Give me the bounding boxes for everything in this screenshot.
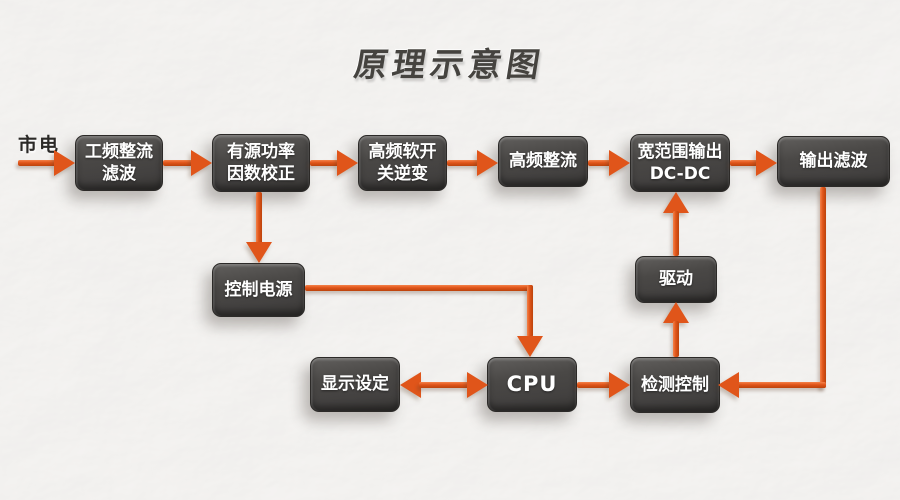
node-output-filter: 输出滤波 xyxy=(777,136,890,187)
node-control-power: 控制电源 xyxy=(212,263,305,317)
node-hf-rectifier: 高频整流 xyxy=(498,136,588,187)
node-display-setting: 显示设定 xyxy=(310,357,400,412)
node-detect-control: 检测控制 xyxy=(630,357,720,413)
node-cpu: CPU xyxy=(487,357,577,412)
node-hf-soft-switch-inverter: 高频软开 关逆变 xyxy=(358,135,447,191)
node-line-freq-rectifier-filter: 工频整流 滤波 xyxy=(75,135,163,191)
page-title-wrap: 原理示意图 xyxy=(0,38,900,86)
node-driver: 驱动 xyxy=(635,256,717,303)
page-title: 原理示意图 xyxy=(351,45,548,84)
node-active-pfc: 有源功率 因数校正 xyxy=(212,134,310,192)
node-wide-range-dcdc: 宽范围输出 DC-DC xyxy=(630,134,730,192)
mains-label: 市电 xyxy=(18,134,61,156)
